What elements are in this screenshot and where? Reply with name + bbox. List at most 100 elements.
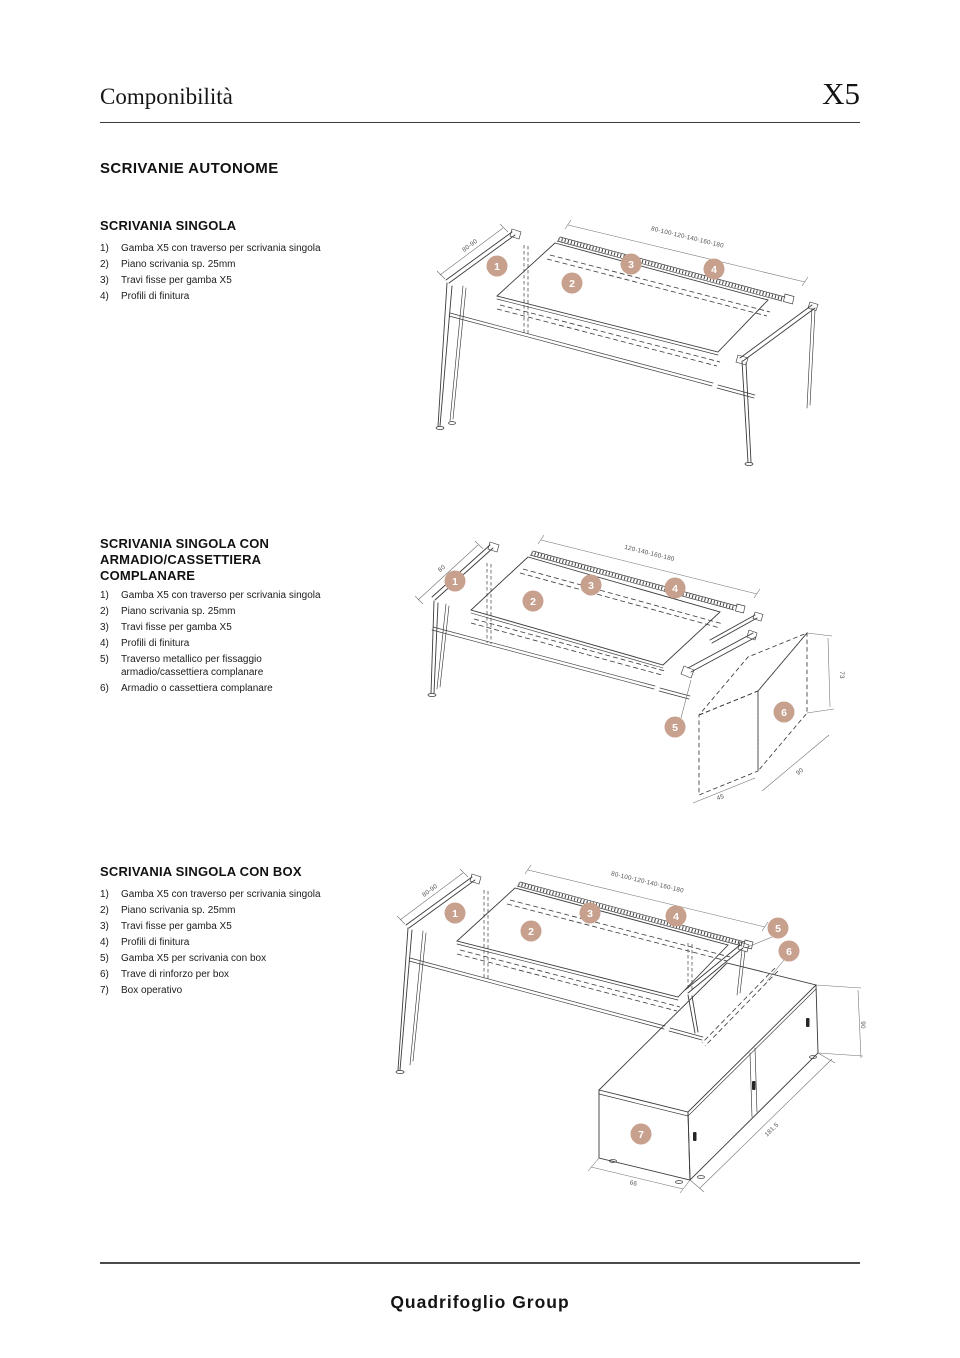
callout-2: 2	[520, 920, 542, 942]
page-heading: SCRIVANIE AUTONOME	[100, 160, 279, 177]
part-text: Trave di rinforzo per box	[121, 969, 230, 980]
part-item: 2) Piano scrivania sp. 25mm	[100, 258, 336, 271]
section-title-1: SCRIVANIA SINGOLA	[100, 218, 236, 234]
callout-6: 6	[778, 940, 800, 962]
leader-line-5	[680, 679, 692, 719]
part-item: 7) Box operativo	[100, 984, 336, 997]
svg-text:2: 2	[528, 926, 534, 938]
section-title-line: SCRIVANIA SINGOLA CON	[100, 536, 270, 551]
part-number: 6)	[100, 969, 109, 980]
callout-1: 1	[444, 902, 466, 924]
parts-list-2: 1) Gamba X5 con traverso per scrivania si…	[100, 589, 336, 698]
cabinet-dashed-box	[698, 631, 808, 796]
footer-rule	[100, 1262, 860, 1264]
svg-text:2: 2	[530, 596, 536, 608]
callout-7: 7	[630, 1123, 652, 1145]
fixed-beams-dashed	[496, 254, 771, 367]
dimension-top: 120-140-160-180	[537, 535, 761, 599]
parts-list-1: 1) Gamba X5 con traverso per scrivania si…	[100, 242, 336, 306]
part-number: 4)	[100, 937, 109, 948]
part-number: 4)	[100, 638, 109, 649]
svg-text:5: 5	[672, 722, 678, 734]
dim-top-label: 120-140-160-180	[624, 544, 676, 563]
part-item: 1) Gamba X5 con traverso per scrivania si…	[100, 589, 336, 602]
part-number: 6)	[100, 683, 109, 695]
part-text: Box operativo	[121, 985, 183, 996]
part-item: 4)Profili di finitura	[100, 637, 336, 650]
callout-1: 1	[444, 570, 466, 592]
part-item: 2)Piano scrivania sp. 25mm	[100, 904, 336, 917]
dimension-depth: 66	[587, 1157, 691, 1194]
svg-text:3: 3	[628, 259, 634, 271]
dim-depth-label: 66	[629, 1179, 638, 1188]
dimension-height: 90	[815, 984, 866, 1059]
svg-text:1: 1	[452, 908, 458, 920]
part-item: 3) Travi fisse per gamba X5	[100, 274, 336, 287]
dimension-depth: 45	[692, 777, 756, 804]
part-number: 7)	[100, 985, 109, 996]
part-text: Gamba X5 con traverso per scrivania sing…	[121, 243, 321, 254]
part-item: 1) Gamba X5 con traverso per scrivania si…	[100, 242, 336, 255]
part-text: Armadio o cassettiera complanare	[121, 683, 273, 695]
brand-logotype: Quadrifoglio Group	[390, 1292, 570, 1312]
part-number: 1)	[100, 889, 109, 900]
svg-text:6: 6	[781, 707, 787, 719]
svg-text:4: 4	[711, 264, 717, 276]
part-number: 1)	[100, 590, 109, 601]
part-number: 2)	[100, 259, 109, 270]
part-text: Profili di finitura	[121, 937, 190, 948]
callout-3: 3	[579, 902, 601, 924]
product-code: X5	[822, 76, 860, 111]
rear-finishing-profile	[529, 550, 746, 614]
svg-text:3: 3	[588, 580, 594, 592]
left-leg	[427, 541, 500, 697]
part-number: 2)	[100, 606, 109, 617]
callout-4: 4	[664, 577, 686, 599]
dim-height-label: 90	[859, 1021, 866, 1029]
desk-top	[456, 887, 729, 1001]
desk-top	[496, 242, 769, 356]
dim-width-label: 90	[795, 767, 805, 777]
part-number: 3)	[100, 622, 109, 633]
part-number: 5)	[100, 953, 109, 964]
dimension-left: 80	[415, 540, 484, 605]
part-text: Piano scrivania sp. 25mm	[121, 259, 236, 270]
part-number: 5)	[100, 654, 109, 665]
part-text: Piano scrivania sp. 25mm	[121, 606, 236, 617]
svg-text:1: 1	[494, 261, 500, 273]
rear-finishing-profile	[556, 236, 795, 305]
header-rule	[100, 122, 860, 123]
callout-4: 4	[703, 258, 725, 280]
rear-finishing-profile	[516, 881, 754, 950]
fixed-beams-dashed	[470, 568, 724, 676]
dimension-width: 90	[761, 734, 830, 792]
diagram-desk-single: 80-100-120-140-160-180 80-90 1 2 3 4	[435, 219, 819, 466]
dimension-width: 181.5	[689, 1052, 836, 1193]
svg-text:3: 3	[587, 908, 593, 920]
part-number: 1)	[100, 243, 109, 254]
doc-title: Componibilità	[100, 84, 233, 109]
part-item: 4) Profili di finitura	[100, 936, 336, 949]
callout-4: 4	[665, 905, 687, 927]
callout-5: 5	[767, 917, 789, 939]
front-profile-rail	[448, 312, 756, 399]
part-number: 4)	[100, 291, 109, 302]
callout-2: 2	[522, 590, 544, 612]
part-item: 5)Traverso metallico per fissaggio armad…	[100, 653, 336, 679]
dim-height-label: 73	[838, 671, 845, 679]
leader-lines	[744, 936, 785, 982]
front-profile-rail	[431, 626, 691, 700]
right-leg	[735, 301, 819, 466]
part-item: 2) Piano scrivania sp. 25mm	[100, 605, 336, 618]
part-text: Gamba X5 con traverso per scrivania sing…	[121, 590, 321, 601]
section-title-line: SCRIVANIA SINGOLA CON BOX	[100, 864, 302, 879]
svg-text:7: 7	[638, 1129, 644, 1141]
section-title-line: COMPLANARE	[100, 567, 196, 583]
part-item: 6) Armadio o cassettiera complanare	[100, 682, 336, 695]
part-number: 3)	[100, 275, 109, 286]
part-item: 3)Travi fisse per gamba X5	[100, 920, 336, 933]
reinforcement-beam-dashed	[701, 967, 779, 1047]
right-support-beam	[709, 611, 764, 644]
part-text: Travi fisse per gamba X5	[121, 275, 232, 286]
part-text: Travi fisse per gamba X5	[121, 921, 232, 932]
